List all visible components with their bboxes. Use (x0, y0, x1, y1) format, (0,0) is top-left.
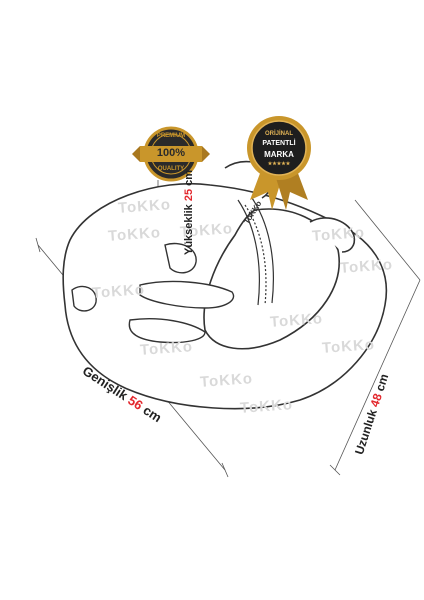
premium-quality-badge-icon (132, 126, 210, 182)
premium-badge-bottom: QUALITY (157, 166, 185, 172)
height-label: Yükseklik (183, 204, 195, 255)
seat-details (71, 242, 235, 344)
original-badge-line3: MARKA (264, 150, 294, 159)
premium-badge-center: 100% (156, 147, 186, 159)
zipper (237, 197, 274, 306)
height-unit: cm (183, 169, 195, 186)
original-badge-line1: ORİJİNAL (264, 131, 293, 137)
height-value: 25 (183, 188, 195, 202)
original-badge-line2: PATENTLİ (262, 140, 296, 147)
original-brand-badge-icon (247, 116, 311, 210)
premium-badge-top: PREMIUM (156, 133, 186, 139)
height-dimension-label: Yükseklik 25 cm (183, 170, 195, 255)
original-badge-stars: ★★★★★ (267, 161, 291, 167)
